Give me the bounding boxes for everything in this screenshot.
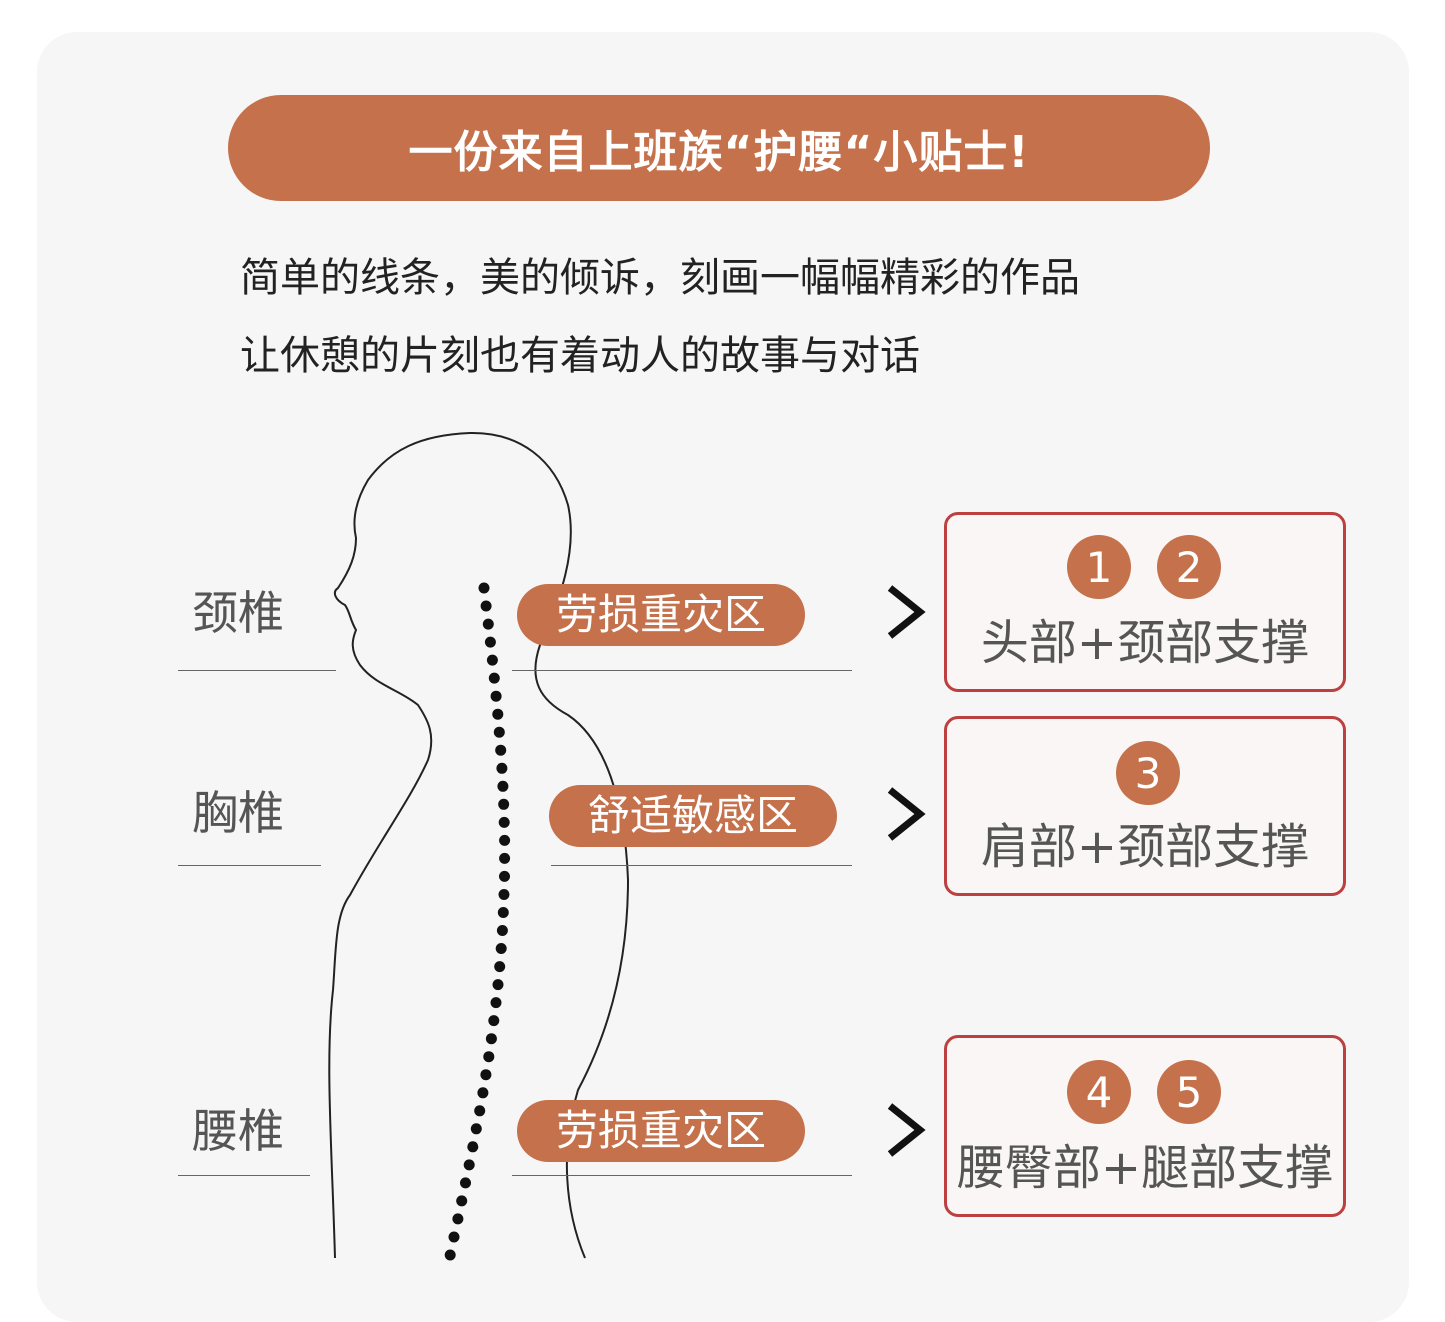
title-banner: 一份来自上班族“护腰“小贴士! [228, 95, 1210, 201]
spine-dot [460, 1177, 471, 1189]
spine-dot [448, 1231, 460, 1243]
spine-dot [456, 1195, 468, 1207]
spine-dot [499, 870, 510, 882]
divider-lumbar-right [512, 1175, 852, 1176]
number-badge-3: 3 [1116, 741, 1180, 805]
spine-dot [498, 816, 510, 828]
spine-dots [444, 582, 511, 1261]
zone-badge-thoracic: 舒适敏感区 [549, 785, 837, 847]
spine-dot [470, 1123, 482, 1135]
spine-dot [488, 672, 500, 684]
spine-dot [488, 1015, 500, 1027]
spine-dot [484, 636, 496, 648]
chevron-right-icon [887, 1103, 926, 1157]
spine-dot [494, 961, 506, 973]
spine-dot [497, 907, 509, 918]
spine-dot [496, 925, 508, 936]
spine-dot [478, 582, 490, 594]
chevron-right-icon [887, 787, 926, 841]
spine-dot [498, 889, 510, 900]
spine-dot [499, 834, 511, 846]
divider-lumbar-left [178, 1175, 310, 1176]
spine-dot [474, 1105, 486, 1117]
spine-dot [482, 618, 494, 630]
number-badge-5: 5 [1157, 1060, 1221, 1124]
spine-dot [492, 708, 504, 720]
spine-dot [467, 1141, 479, 1153]
spine-dot [497, 780, 509, 792]
spine-label-lumbar: 腰椎 [192, 1104, 284, 1158]
spine-dot [495, 943, 507, 954]
spine-dot [444, 1249, 456, 1261]
support-text-shoulder-neck: 肩部+颈部支撑 [980, 819, 1310, 875]
spine-dot [486, 654, 498, 666]
spine-dot [498, 798, 510, 810]
support-box-head-neck: 1 2 头部+颈部支撑 [944, 512, 1346, 692]
spine-dot [499, 852, 511, 864]
spine-dot [490, 690, 502, 702]
spine-dot [483, 1051, 495, 1063]
spine-dot [477, 1087, 489, 1099]
number-badge-1: 1 [1067, 535, 1131, 599]
spine-dot [496, 762, 508, 774]
support-box-shoulder-neck: 3 肩部+颈部支撑 [944, 716, 1346, 896]
number-badge-4: 4 [1067, 1060, 1131, 1124]
spine-dot [463, 1159, 475, 1171]
zone-badge-cervical: 劳损重灾区 [517, 584, 805, 646]
chevron-right-icon [887, 585, 926, 639]
spine-dot [480, 1069, 492, 1081]
spine-label-cervical: 颈椎 [192, 586, 284, 640]
spine-dot [490, 997, 502, 1009]
divider-cervical-left [178, 670, 336, 671]
divider-thoracic-left [178, 865, 321, 866]
zone-badge-lumbar: 劳损重灾区 [517, 1100, 805, 1162]
spine-dot [485, 1033, 497, 1045]
spine-dot [452, 1213, 464, 1225]
spine-dot [480, 600, 492, 612]
support-text-waist-leg: 腰臀部+腿部支撑 [956, 1140, 1334, 1196]
support-box-waist-leg: 4 5 腰臀部+腿部支撑 [944, 1035, 1346, 1217]
spine-dot [493, 726, 505, 738]
intro-line-1: 简单的线条，美的倾诉，刻画一幅幅精彩的作品 [240, 255, 1080, 301]
divider-cervical-right [512, 670, 852, 671]
spine-dot [495, 744, 507, 756]
spine-label-thoracic: 胸椎 [192, 786, 284, 840]
intro-line-2: 让休憩的片刻也有着动人的故事与对话 [240, 333, 920, 379]
spine-dot [492, 979, 504, 991]
number-badge-2: 2 [1157, 535, 1221, 599]
divider-thoracic-right [551, 865, 852, 866]
support-text-head-neck: 头部+颈部支撑 [980, 615, 1310, 671]
